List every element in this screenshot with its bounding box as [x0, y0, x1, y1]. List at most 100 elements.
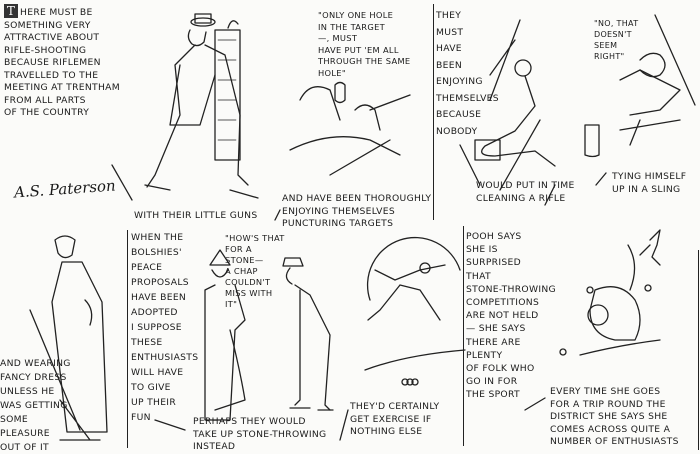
- caption-line: of folk who: [466, 363, 535, 375]
- caption-line: doesn't: [594, 30, 632, 39]
- caption-line: enthusiasts: [131, 352, 199, 363]
- caption-line: fancy dress: [0, 372, 67, 383]
- intro-caption: There must be something veryattractive a…: [4, 4, 120, 120]
- two-men-figure: [204, 249, 334, 421]
- caption-line: competitions: [466, 297, 540, 309]
- caption-line: adopted: [131, 307, 178, 318]
- caption-little-guns: With their little guns: [134, 210, 257, 223]
- rifleman-walking-figure: [144, 13, 259, 199]
- caption-line: couldn't: [225, 277, 271, 287]
- caption-line: unless he: [0, 386, 55, 397]
- caption-bolshies: When theBolshies'peaceproposalshave been…: [131, 230, 198, 425]
- caption-line: I suppose: [131, 322, 182, 333]
- speech-stone: "How's thatfor astone—a chapcouldn'tmiss…: [225, 233, 285, 310]
- caption-line: right": [594, 52, 625, 61]
- caption-line: enjoying: [436, 76, 483, 87]
- caption-line: cleaning a rifle: [476, 192, 566, 204]
- caption-fancy-dress: And wearing fancy dress unless he was getti…: [0, 357, 71, 454]
- caption-line: been: [436, 59, 462, 71]
- speech-pointer-lines: [111, 144, 607, 441]
- drop-cap: T: [4, 4, 18, 18]
- caption-thoroughly: And have been thoroughlyenjoying themsel…: [282, 193, 431, 231]
- caption-line: was getting: [0, 400, 68, 411]
- caption-line: through the same: [318, 56, 411, 66]
- caption-line: the sport: [466, 389, 520, 401]
- caption-exercise: They'd certainlyget exercise ifnothing e…: [350, 401, 439, 439]
- caption-line: travelled to the: [4, 69, 99, 81]
- caption-line: nothing else: [350, 426, 423, 437]
- caption-cleaning: would put in timecleaning a rifle: [476, 180, 575, 205]
- caption-line: some: [0, 414, 28, 425]
- caption-line: Every time she goes: [550, 386, 661, 397]
- caption-line: stone—: [225, 255, 264, 265]
- caption-line: "How's that: [225, 233, 285, 243]
- caption-line: They: [436, 10, 462, 21]
- caption-line: seem: [594, 41, 618, 50]
- caption-line: With their little guns: [134, 210, 258, 221]
- caption-line: have put 'em all: [318, 44, 399, 55]
- caption-line: plenty: [466, 349, 503, 361]
- caption-line: "Only one hole: [318, 10, 394, 20]
- caption-line: in the target: [318, 21, 385, 32]
- caption-line: themselves: [436, 92, 499, 104]
- caption-line: up their: [131, 397, 177, 408]
- caption-line: a chap: [225, 266, 258, 276]
- caption-line: have been: [131, 292, 187, 303]
- caption-line: comes across quite a: [550, 423, 671, 435]
- caption-line: meeting at Trentham: [4, 82, 120, 93]
- panel-border: [698, 250, 700, 450]
- caption-line: must: [436, 26, 464, 38]
- prone-shooters-figure: [289, 81, 411, 176]
- caption-line: there are: [466, 336, 521, 348]
- caption-line: miss with: [225, 288, 273, 298]
- caption-pooh: Pooh says she issurprisedthatstone-throwi…: [466, 230, 556, 402]
- caption-line: it": [225, 299, 238, 309]
- caption-line: Bolshies': [131, 247, 182, 258]
- caption-line: from all parts: [4, 94, 86, 106]
- caption-line: "No, that: [594, 19, 639, 28]
- caption-line: will have: [131, 367, 184, 378]
- caption-line: she is: [466, 244, 498, 256]
- caption-line: for a: [225, 244, 252, 254]
- caption-line: something very: [4, 19, 91, 31]
- caption-sling: Tying himselfup in a sling: [612, 171, 686, 196]
- caption-enjoying: They must have been enjoying themselves becaus…: [436, 8, 499, 140]
- caption-line: for a trip round the: [550, 398, 666, 410]
- caption-line: take up stone-throwing: [193, 428, 327, 440]
- caption-line: Pooh says: [466, 231, 522, 242]
- caption-line: stone-throwing: [466, 283, 556, 295]
- caption-line: fun: [131, 412, 151, 423]
- sling-tangle-figure: [619, 14, 696, 146]
- caption-line: And wearing: [0, 358, 71, 369]
- caption-line: hole": [318, 67, 346, 78]
- caption-line: They'd certainly: [350, 401, 440, 412]
- caption-line: have: [436, 43, 462, 54]
- caption-line: —, must: [318, 33, 358, 43]
- caption-line: And have been thoroughly: [282, 193, 432, 204]
- caption-line: out of it: [0, 442, 49, 453]
- caption-stone-throwing: Perhaps they wouldtake up stone-throwing…: [193, 416, 326, 454]
- fancy-dress-figure: [29, 235, 108, 441]
- caption-line: to give: [131, 382, 171, 393]
- speech-one-hole: "Only one holein the target—, musthave p…: [318, 10, 410, 79]
- caption-line: because: [436, 109, 482, 120]
- caption-line: Tying himself: [612, 171, 687, 182]
- panel-divider: [433, 4, 435, 220]
- caption-every-time: Every time she goesfor a trip round thed…: [550, 386, 679, 449]
- caption-line: go in for: [466, 376, 518, 388]
- caption-line: would put in time: [476, 180, 575, 191]
- caption-line: that: [466, 270, 491, 282]
- speech-not-right: "No, that doesn't seem right": [594, 18, 638, 62]
- caption-line: enjoying themselves: [282, 205, 395, 217]
- caption-line: instead: [193, 441, 236, 452]
- caption-line: up in a sling: [612, 183, 681, 195]
- caption-line: attractive about: [4, 32, 100, 43]
- rifle-cleaner-figure: [474, 19, 600, 191]
- caption-line: proposals: [131, 277, 189, 288]
- caption-line: — She says: [466, 323, 526, 335]
- caption-line: surprised: [466, 257, 521, 269]
- caption-line: peace: [131, 262, 163, 273]
- caption-line: these: [131, 337, 163, 348]
